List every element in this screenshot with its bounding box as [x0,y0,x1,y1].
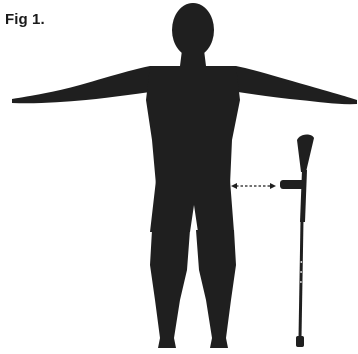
double-arrow-icon [231,183,276,189]
forearm-crutch-icon [280,134,314,347]
